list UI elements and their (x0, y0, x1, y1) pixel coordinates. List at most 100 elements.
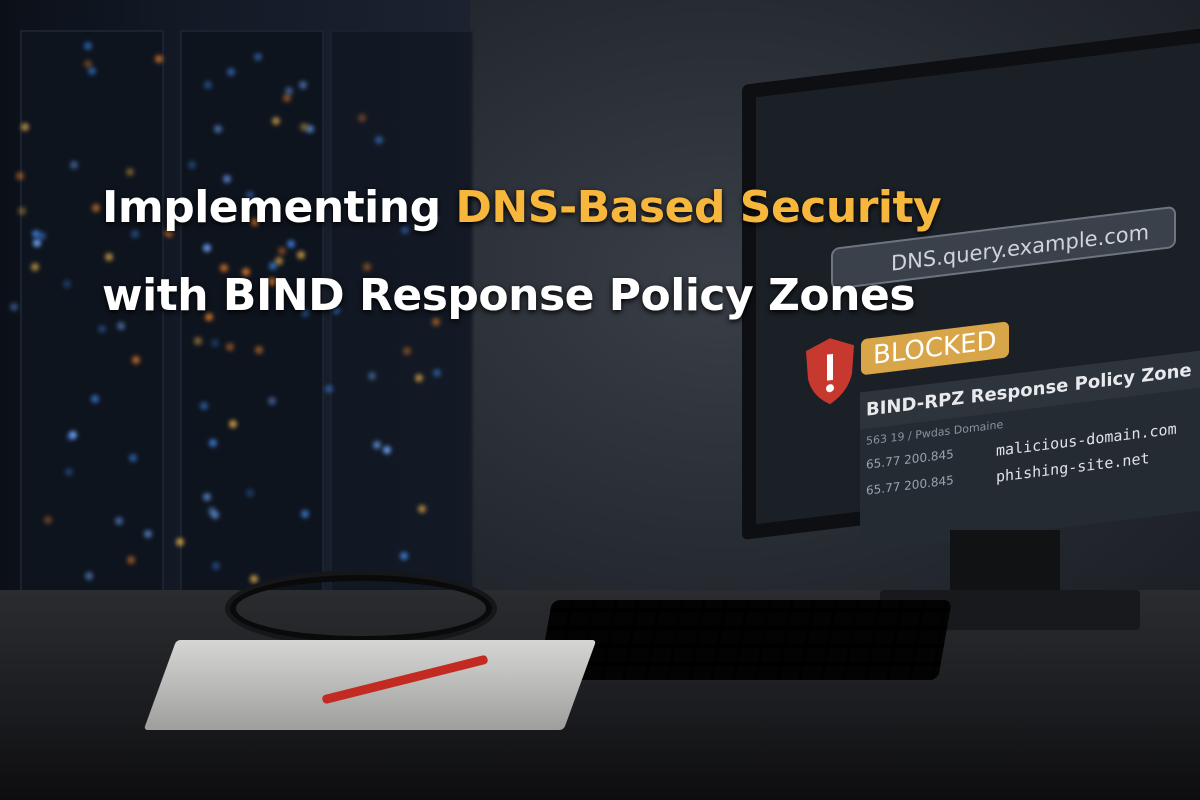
blocked-badge: BLOCKED (861, 321, 1009, 376)
server-led (299, 81, 308, 90)
rpz-panel: BIND-RPZ Response Policy Zone 563 19 / P… (860, 349, 1200, 553)
server-led (300, 509, 309, 518)
coiled-cable (230, 575, 492, 642)
server-led (32, 229, 41, 238)
server-led (69, 160, 78, 169)
server-led (155, 54, 164, 63)
server-led (87, 67, 96, 76)
server-led (200, 402, 209, 411)
server-led (227, 68, 236, 77)
server-led (282, 93, 291, 102)
server-led (131, 356, 140, 365)
server-led (400, 226, 409, 235)
row-ip: 65.77 200.845 (866, 472, 954, 498)
monitor: DNS.query.example.com BLOCKED BIND-RPZ R… (742, 27, 1200, 553)
server-led (375, 136, 384, 145)
server-led (325, 385, 334, 394)
server-led (127, 556, 136, 565)
server-led (128, 453, 137, 462)
server-led (363, 262, 372, 271)
server-led (91, 204, 100, 213)
server-led (230, 279, 239, 288)
server-led (220, 263, 229, 272)
server-led (414, 374, 423, 383)
title-line-2: with BIND Response Policy Zones (102, 270, 916, 321)
server-led (98, 324, 107, 333)
server-led (18, 207, 27, 216)
server-led (278, 247, 287, 256)
server-led (287, 240, 296, 249)
server-led (305, 125, 314, 134)
server-led (213, 124, 222, 133)
server-led (253, 53, 262, 61)
server-led (203, 243, 212, 252)
server-led (208, 438, 217, 447)
server-rack (330, 30, 474, 594)
server-led (223, 175, 232, 184)
server-led (43, 515, 52, 524)
monitor-screen: DNS.query.example.com BLOCKED BIND-RPZ R… (756, 41, 1200, 553)
server-led (272, 117, 281, 126)
server-rack-background (0, 0, 474, 620)
server-rack (20, 30, 164, 594)
server-led (32, 239, 41, 248)
server-led (357, 113, 366, 122)
server-led (246, 488, 255, 497)
server-led (188, 160, 197, 169)
server-led (332, 305, 341, 314)
server-led (430, 215, 439, 224)
server-led (164, 229, 173, 238)
server-led (210, 511, 219, 520)
server-led (254, 346, 263, 355)
server-led (115, 517, 123, 526)
server-led (225, 342, 234, 351)
server-led (90, 395, 99, 404)
server-led (373, 441, 382, 450)
server-led (126, 167, 135, 176)
title-highlight: DNS-Based Security (455, 182, 942, 233)
server-led (242, 267, 251, 276)
server-led (144, 530, 153, 539)
server-led (249, 574, 258, 583)
server-led (432, 317, 441, 326)
server-led (284, 86, 293, 95)
server-led (30, 262, 39, 271)
keyboard (537, 600, 953, 680)
server-led (15, 172, 24, 181)
server-led (10, 303, 19, 312)
server-led (68, 430, 77, 439)
server-led (104, 252, 113, 261)
server-led (194, 337, 203, 346)
server-led (83, 41, 92, 50)
server-led (417, 504, 426, 513)
server-led (207, 506, 216, 515)
server-led (131, 230, 140, 239)
server-led (403, 346, 412, 355)
server-led (211, 562, 220, 571)
server-led (368, 371, 377, 380)
server-led (203, 492, 212, 501)
server-led (176, 538, 185, 547)
server-led (20, 123, 29, 132)
server-led (301, 309, 310, 318)
server-led (297, 251, 306, 260)
server-led (65, 468, 74, 477)
server-led (246, 190, 255, 199)
server-led (203, 80, 212, 89)
server-led (268, 396, 277, 405)
server-led (38, 232, 47, 241)
server-led (267, 278, 276, 287)
server-led (205, 313, 213, 322)
shield-exclamation-icon (806, 338, 854, 405)
server-led (250, 218, 259, 227)
server-led (269, 261, 278, 270)
server-led (116, 321, 125, 330)
server-led (84, 572, 93, 581)
monitor-stand (950, 530, 1060, 600)
title-line-1: Implementing DNS-Based Security (102, 182, 942, 233)
server-led (275, 256, 284, 265)
server-led (63, 279, 72, 288)
title-prefix: Implementing (102, 182, 456, 233)
server-led (299, 123, 308, 132)
server-led (383, 445, 392, 454)
